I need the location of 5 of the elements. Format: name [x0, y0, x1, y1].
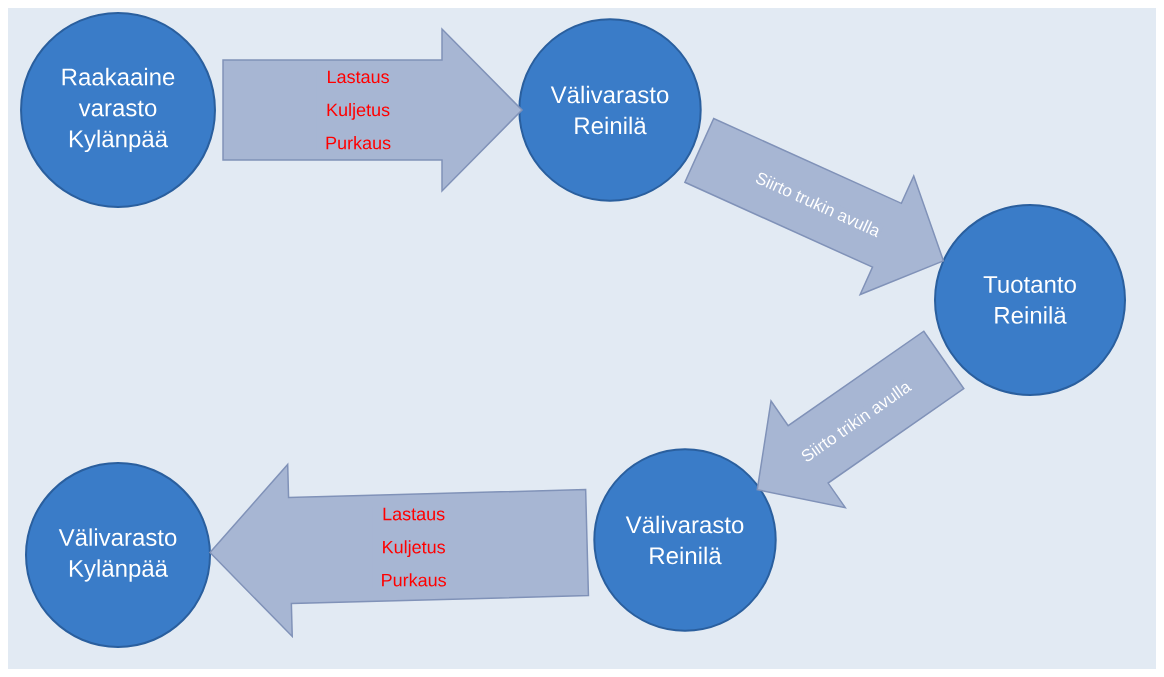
block-arrow — [683, 117, 945, 296]
block-arrow — [756, 330, 965, 509]
edge-label: Lastaus Kuljetus Purkaus — [372, 506, 455, 588]
edge-label: Lastaus Kuljetus Purkaus — [316, 69, 400, 151]
edge-label: Siirto trukin avulla — [752, 168, 884, 240]
